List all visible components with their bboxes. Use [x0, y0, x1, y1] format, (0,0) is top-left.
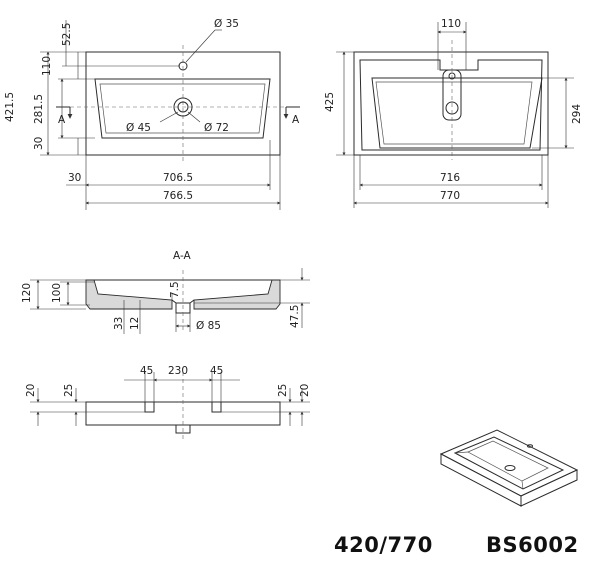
top-plan-view-right [336, 22, 574, 208]
dim-425: 425 [324, 92, 336, 112]
section-left-half [85, 279, 173, 310]
dim-230: 230 [168, 365, 188, 377]
dim-100: 100 [51, 283, 63, 303]
section-marker-left: A [58, 114, 66, 126]
dim-30-left: 30 [33, 137, 45, 150]
dim-85: Ø 85 [196, 320, 221, 332]
dim-52-5: 52.5 [61, 23, 73, 46]
section-marker-right: A [292, 114, 300, 126]
dim-294: 294 [571, 104, 583, 124]
dim-281-5: 281.5 [33, 94, 45, 124]
dim-12: 12 [129, 317, 141, 330]
dim-20-right: 20 [299, 384, 311, 397]
drain-inner [177, 101, 189, 113]
basin-outline-right [353, 51, 549, 156]
top-plan-view [40, 20, 300, 210]
size-code: 420/770 [334, 533, 433, 557]
dim-706-5: 706.5 [163, 172, 193, 184]
dim-45-left: 45 [140, 365, 153, 377]
label-drain-45: Ø 45 [126, 122, 151, 134]
basin-inner-right [359, 59, 543, 151]
basin-bowl [94, 78, 271, 139]
dim-30-bottom: 30 [68, 172, 81, 184]
dim-120: 120 [21, 283, 33, 303]
dim-25-right: 25 [277, 384, 289, 397]
dim-110-left: 110 [41, 56, 53, 76]
dim-766-5: 766.5 [163, 190, 193, 202]
front-view [30, 372, 310, 442]
dim-25-left: 25 [63, 384, 75, 397]
dim-20-left: 20 [25, 384, 37, 397]
label-tap-hole: Ø 35 [214, 18, 239, 30]
isometric-view [439, 429, 579, 507]
bracket-slot-right [211, 401, 222, 413]
dim-110-top: 110 [441, 18, 461, 30]
iso-side [520, 469, 578, 507]
dim-47-5: 47.5 [289, 305, 301, 328]
bracket-slot-left [144, 401, 155, 413]
dim-421-5: 421.5 [4, 92, 16, 122]
dim-45-right: 45 [210, 365, 223, 377]
dim-33: 33 [113, 317, 125, 330]
section-view [30, 268, 310, 334]
section-right-half [193, 279, 281, 310]
dim-770: 770 [440, 190, 460, 202]
dim-716: 716 [440, 172, 460, 184]
dim-7-5: 7.5 [169, 281, 181, 298]
section-title: A-A [173, 250, 192, 262]
model-code: BS6002 [486, 533, 579, 557]
drain-outer [173, 97, 193, 117]
label-drain-72: Ø 72 [204, 122, 229, 134]
